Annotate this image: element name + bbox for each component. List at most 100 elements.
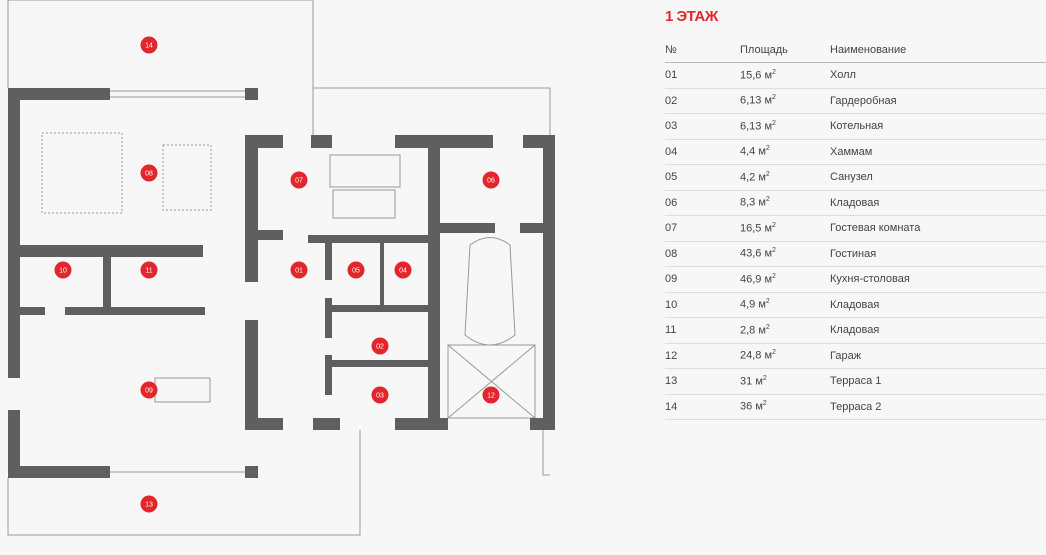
area-unit: м — [764, 248, 773, 261]
area-unit-sup: 2 — [772, 272, 776, 280]
area-unit-sup: 2 — [765, 170, 770, 178]
marker-dot — [371, 337, 389, 355]
room-marker: 10 — [54, 261, 72, 279]
room-number: 14 — [665, 400, 678, 413]
area-unit: м — [764, 120, 773, 133]
room-marker: 06 — [482, 171, 500, 189]
marker-dot — [482, 386, 500, 404]
area-unit-sup: 2 — [765, 145, 770, 153]
room-marker: 08 — [140, 164, 158, 182]
room-name: Холл — [830, 69, 856, 82]
marker-dot — [140, 36, 158, 54]
area-unit: м — [758, 299, 766, 312]
area-value: 43,6 — [740, 248, 762, 261]
marker-dot — [140, 164, 158, 182]
header-area: Площадь — [740, 44, 788, 56]
table-header: № Площадь Наименование — [665, 38, 1046, 63]
area-value: 24,8 — [740, 350, 762, 363]
room-number: 11 — [665, 324, 677, 337]
area-unit-sup: 2 — [762, 400, 767, 408]
area-unit-sup: 2 — [762, 374, 767, 382]
marker-label: 14 — [145, 43, 153, 50]
marker-dot — [140, 495, 158, 513]
room-area: 16,5 м2 — [740, 222, 830, 235]
table-row: 06 8,3 м2 Кладовая — [665, 191, 1046, 216]
table-row: 12 24,8 м2 Гараж — [665, 344, 1046, 369]
room-marker: 07 — [290, 171, 308, 189]
room-area: 31 м2 — [740, 375, 830, 388]
area-unit-sup: 2 — [765, 196, 770, 204]
room-number: 01 — [665, 69, 678, 82]
room-name: Терраса 2 — [830, 400, 882, 413]
area-unit: м — [764, 95, 773, 108]
table-row: 11 2,8 м2 Кладовая — [665, 318, 1046, 344]
table-row: 09 46,9 м2 Кухня-столовая — [665, 267, 1046, 293]
area-unit-sup: 2 — [765, 298, 770, 306]
room-area: 43,6 м2 — [740, 247, 830, 260]
room-name: Санузел — [830, 171, 873, 184]
room-area: 4,9 м2 — [740, 298, 830, 311]
marker-label: 02 — [376, 344, 384, 351]
area-unit: м — [758, 197, 766, 210]
area-unit: м — [758, 324, 766, 337]
header-number: № — [665, 44, 677, 56]
area-value: 15,6 — [740, 69, 762, 82]
area-unit-sup: 2 — [772, 68, 776, 76]
room-name: Гараж — [830, 349, 862, 362]
marker-label: 05 — [352, 268, 360, 275]
room-number: 03 — [665, 120, 678, 133]
room-name: Гардеробная — [830, 94, 897, 107]
marker-label: 10 — [59, 268, 67, 275]
marker-label: 09 — [145, 388, 153, 395]
marker-dot — [290, 171, 308, 189]
marker-label: 12 — [487, 393, 495, 400]
floor-title: 1 ЭТАЖ — [665, 8, 718, 25]
marker-label: 04 — [399, 268, 407, 275]
area-value: 4,2 — [740, 171, 756, 184]
room-area: 4,2 м2 — [740, 171, 830, 184]
room-number: 04 — [665, 145, 678, 158]
table-row: 13 31 м2 Терраса 1 — [665, 369, 1046, 395]
area-value: 46,9 — [740, 273, 762, 286]
marker-label: 13 — [145, 502, 153, 509]
table-row: 04 4,4 м2 Хаммам — [665, 140, 1046, 165]
area-value: 2,8 — [740, 324, 756, 337]
area-value: 4,9 — [740, 299, 756, 312]
room-area: 2,8 м2 — [740, 324, 830, 337]
table-row: 03 6,13 м2 Котельная — [665, 114, 1046, 140]
area-unit-sup: 2 — [772, 247, 776, 255]
area-unit: м — [758, 171, 766, 184]
area-unit: м — [764, 273, 773, 286]
area-value: 8,3 — [740, 197, 756, 210]
room-area: 24,8 м2 — [740, 349, 830, 362]
area-unit: м — [758, 146, 766, 159]
room-number: 07 — [665, 222, 678, 235]
room-area: 6,13 м2 — [740, 94, 830, 107]
area-unit-sup: 2 — [772, 221, 776, 229]
room-marker: 03 — [371, 386, 389, 404]
area-unit-sup: 2 — [765, 323, 770, 331]
table-row: 01 15,6 м2 Холл — [665, 63, 1046, 89]
header-name: Наименование — [830, 44, 907, 56]
room-number: 09 — [665, 273, 678, 286]
area-unit: м — [764, 222, 773, 235]
room-marker: 01 — [290, 261, 308, 279]
area-unit-sup: 2 — [772, 349, 776, 357]
marker-label: 07 — [295, 178, 303, 185]
room-number: 13 — [665, 375, 678, 388]
room-marker: 09 — [140, 381, 158, 399]
room-area: 15,6 м2 — [740, 69, 830, 82]
room-marker: 12 — [482, 386, 500, 404]
room-marker: 13 — [140, 495, 158, 513]
room-area: 6,13 м2 — [740, 120, 830, 133]
room-name: Котельная — [830, 120, 884, 133]
marker-dot — [140, 261, 158, 279]
table-row: 10 4,9 м2 Кладовая — [665, 293, 1046, 318]
table-row: 07 16,5 м2 Гостевая комната — [665, 216, 1046, 242]
marker-dot — [54, 261, 72, 279]
room-name: Гостевая комната — [830, 222, 921, 235]
marker-dot — [371, 386, 389, 404]
room-area: 36 м2 — [740, 400, 830, 413]
